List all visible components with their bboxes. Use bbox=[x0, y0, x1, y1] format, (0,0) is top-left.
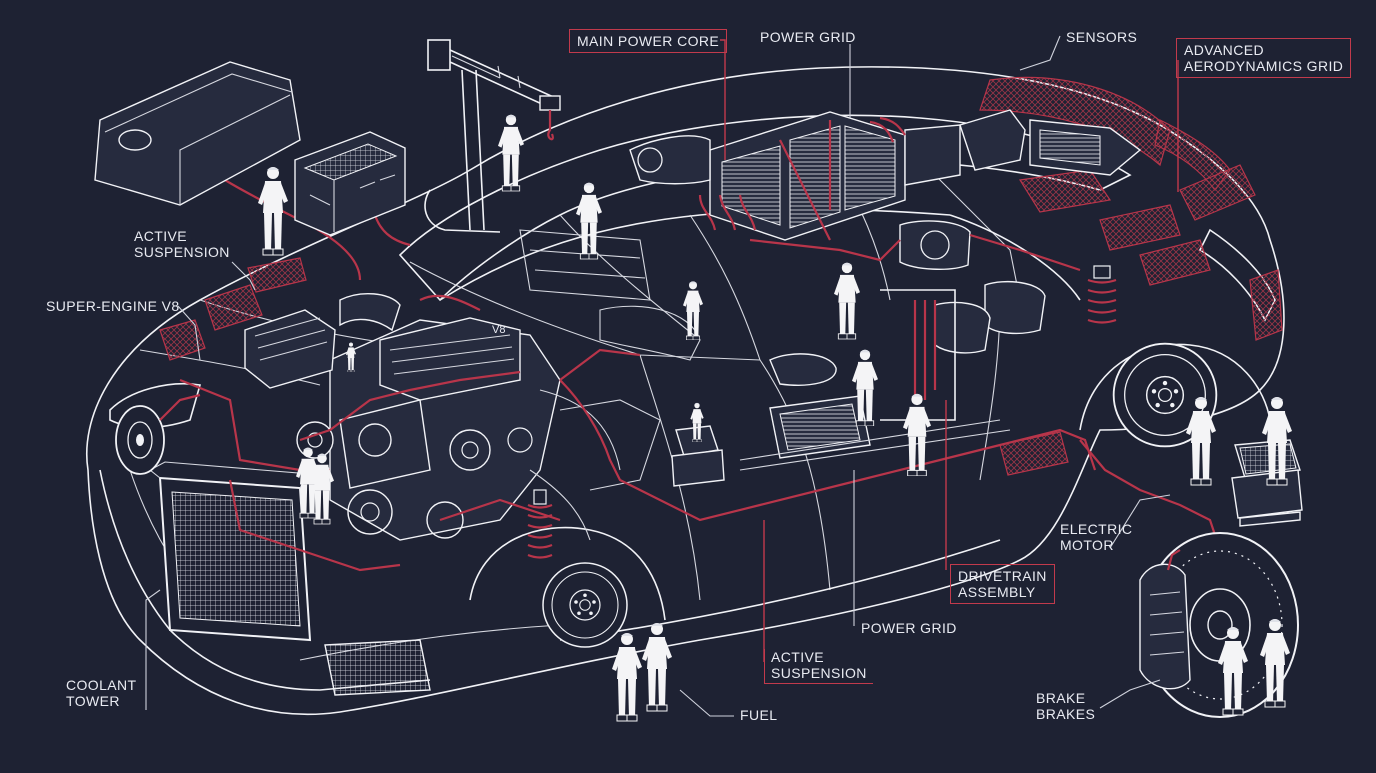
rear-suspension-spring bbox=[1087, 265, 1117, 324]
interior-cabin bbox=[519, 229, 701, 361]
main-power-core-battery bbox=[629, 111, 961, 241]
label-drivetrain-assembly: DRIVETRAIN ASSEMBLY bbox=[950, 564, 1055, 604]
super-engine-v8-block: V8 bbox=[244, 292, 661, 541]
aero-grid-panels bbox=[159, 76, 1283, 476]
engine-hoist-crane bbox=[424, 39, 561, 233]
label-power-grid-top: POWER GRID bbox=[760, 29, 856, 45]
label-fuel: FUEL bbox=[740, 707, 778, 723]
front-left-brake-disc bbox=[115, 405, 165, 475]
label-electric-motor: ELECTRIC MOTOR bbox=[1060, 521, 1133, 553]
label-brake-brakes: BRAKE BRAKES bbox=[1036, 690, 1096, 722]
external-air-filter bbox=[294, 131, 406, 236]
front-right-wheel-hub bbox=[542, 562, 628, 648]
label-active-suspension-rear: ACTIVE SUSPENSION bbox=[764, 649, 873, 684]
front-suspension-spring bbox=[527, 489, 553, 559]
label-coolant-tower: COOLANT TOWER bbox=[66, 677, 137, 709]
engine-v8-stamp: V8 bbox=[492, 324, 505, 336]
label-advanced-aerodynamics-grid: ADVANCED AERODYNAMICS GRID bbox=[1176, 38, 1352, 78]
drivetrain-assembly bbox=[739, 220, 1046, 471]
coolant-tower-radiator bbox=[149, 461, 312, 642]
rear-electronics-bay bbox=[959, 109, 1142, 176]
label-active-suspension-front: ACTIVE SUSPENSION bbox=[134, 228, 230, 260]
label-main-power-core: MAIN POWER CORE bbox=[569, 29, 728, 53]
external-engine-cover bbox=[94, 61, 301, 206]
label-super-engine-v8: SUPER-ENGINE V8 bbox=[46, 298, 180, 314]
callout-leaders bbox=[145, 35, 1179, 717]
label-sensors: SENSORS bbox=[1066, 29, 1138, 45]
label-power-grid-bottom: POWER GRID bbox=[861, 620, 957, 636]
brake-disc-assembly bbox=[1139, 532, 1299, 718]
